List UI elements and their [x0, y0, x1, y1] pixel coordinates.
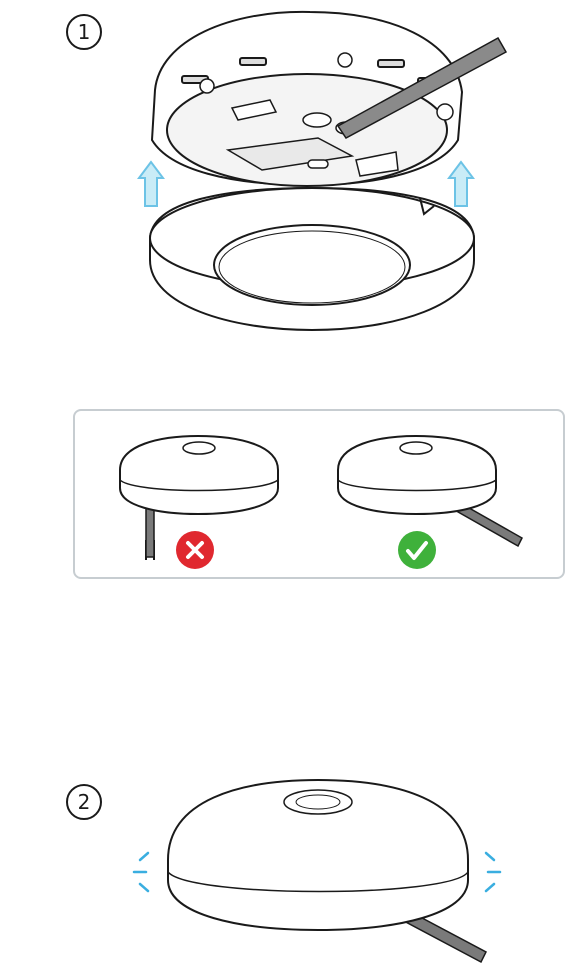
vibration-icon [134, 853, 148, 891]
device-installed [168, 780, 486, 962]
vibration-icon [486, 853, 500, 891]
